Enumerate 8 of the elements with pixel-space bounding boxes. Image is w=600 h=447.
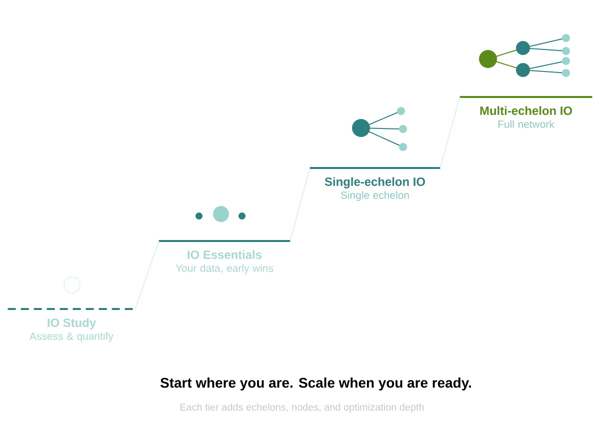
step-platform: IO Study Assess & quantify xyxy=(8,308,136,342)
step-platform: Multi-echelon IO Full network xyxy=(460,96,592,128)
caption: Start where you are. Scale when you are ready. xyxy=(160,378,471,390)
step-platform: Single-echelon IO Single echelon xyxy=(310,167,440,201)
step-connector xyxy=(290,168,310,242)
step-platform: IO Essentials Your data, early wins xyxy=(158,240,290,274)
step-connector xyxy=(134,240,160,310)
step-connector xyxy=(440,96,460,168)
